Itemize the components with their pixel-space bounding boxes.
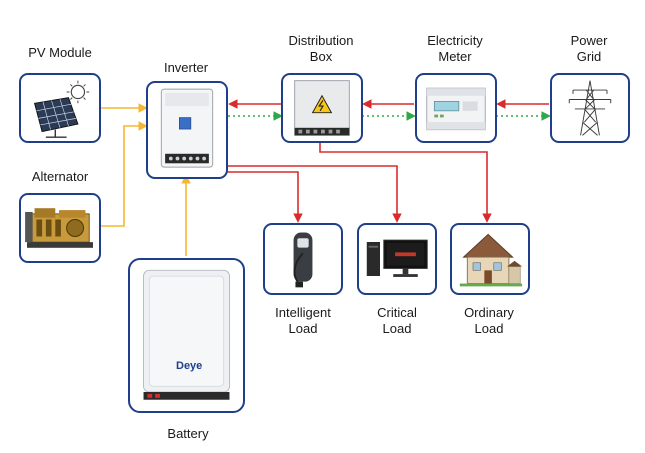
intelligent-load-label: Intelligent Load bbox=[275, 305, 331, 336]
critical-load-node bbox=[357, 223, 437, 295]
ev-charger-icon bbox=[293, 232, 313, 288]
critical-load-label: Critical Load bbox=[377, 305, 417, 336]
electricity-meter-node bbox=[415, 73, 497, 143]
battery-brand-logo: Deye bbox=[176, 360, 203, 372]
distribution-box-icon bbox=[294, 80, 350, 136]
pv-module-label: PV Module bbox=[28, 45, 92, 60]
alternator-label: Alternator bbox=[31, 169, 89, 184]
ordinary-load-label: Ordinary Load bbox=[464, 305, 514, 336]
electricity-meter-label: Electricity Meter bbox=[427, 33, 483, 64]
pv-module-node bbox=[19, 73, 101, 143]
computer-icon bbox=[366, 239, 428, 277]
alternator-node bbox=[19, 193, 101, 263]
battery-label: Battery bbox=[167, 426, 209, 441]
ordinary-load-node bbox=[450, 223, 530, 295]
distribution-box-node bbox=[281, 73, 363, 143]
power-grid-node bbox=[550, 73, 630, 143]
battery-icon bbox=[143, 269, 230, 400]
generator-icon bbox=[25, 208, 93, 248]
inverter-label: Inverter bbox=[163, 60, 209, 75]
flow-distribution-to-ordinary-load bbox=[319, 140, 492, 223]
distribution-box-label: Distribution Box bbox=[288, 33, 354, 64]
pylon-icon bbox=[568, 80, 612, 136]
intelligent-load-node bbox=[263, 223, 343, 295]
power-grid-label: Power Grid bbox=[570, 33, 608, 64]
meter-icon bbox=[426, 87, 486, 131]
flow-inverter-to-intelligent-load bbox=[218, 171, 303, 223]
flow-alternator-to-inverter bbox=[100, 121, 148, 227]
solar-panel-icon bbox=[33, 80, 90, 138]
flow-inverter-to-critical-load bbox=[218, 165, 402, 223]
battery-node: Deye bbox=[128, 258, 245, 413]
inverter-icon bbox=[160, 88, 214, 168]
house-icon bbox=[459, 233, 523, 287]
inverter-node bbox=[146, 81, 228, 179]
